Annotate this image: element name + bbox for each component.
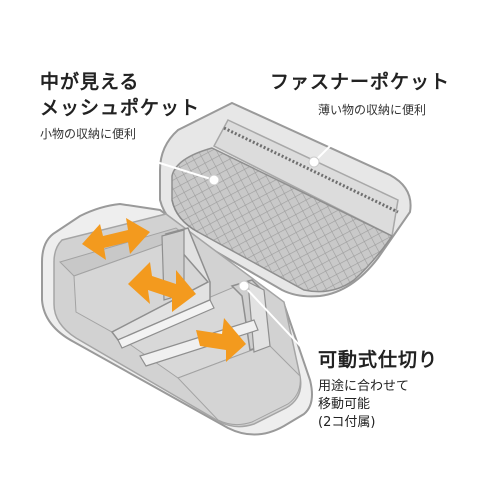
double-arrow-icon — [82, 218, 150, 260]
mesh-pocket-subtitle: 小物の収納に便利 — [40, 127, 137, 141]
mesh-pocket-title-line2: メッシュポケット — [40, 97, 201, 119]
lid — [159, 101, 412, 298]
divider-title: 可動式仕切り — [318, 349, 439, 371]
zipper-pocket-subtitle: 薄い物の収納に便利 — [318, 103, 427, 117]
double-arrow-icon — [128, 262, 196, 312]
divider-subtitle-line1: 用途に合わせて — [318, 379, 410, 394]
divider-subtitle-line2: 移動可能 — [318, 397, 371, 412]
divider-subtitle-line3: (2コ付属) — [318, 415, 376, 430]
zipper-line — [223, 126, 399, 214]
right-arrow-icon — [196, 318, 246, 362]
mesh-pocket-title-line1: 中が見える — [40, 71, 140, 93]
leader-markers — [149, 117, 359, 351]
zipper-pocket-title: ファスナーポケット — [270, 71, 451, 93]
